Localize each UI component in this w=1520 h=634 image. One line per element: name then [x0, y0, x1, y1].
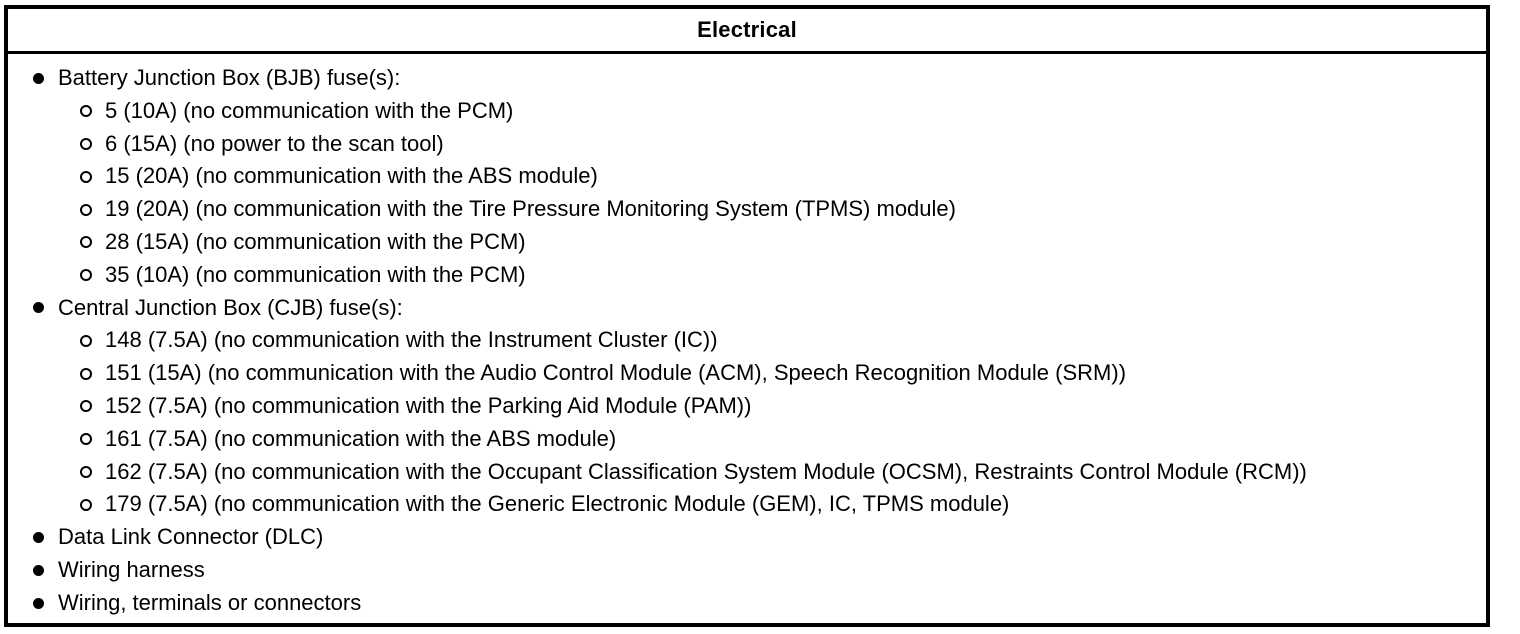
sub-list-item: 28 (15A) (no communication with the PCM) [8, 226, 1486, 259]
circle-bullet-icon [80, 105, 92, 118]
list-item-label: Central Junction Box (CJB) fuse(s): [58, 294, 403, 320]
sub-list-item: 151 (15A) (no communication with the Aud… [8, 357, 1486, 390]
sub-list-item-label: 148 (7.5A) (no communication with the In… [105, 327, 718, 353]
circle-bullet-icon [80, 203, 92, 216]
sub-list-item-label: 28 (15A) (no communication with the PCM) [105, 228, 526, 254]
list-item: Central Junction Box (CJB) fuse(s): [8, 292, 1486, 325]
sub-list-item: 148 (7.5A) (no communication with the In… [8, 324, 1486, 357]
circle-bullet-icon [80, 137, 92, 150]
list-item: Battery Junction Box (BJB) fuse(s): [8, 62, 1486, 95]
sub-list-item: 162 (7.5A) (no communication with the Oc… [8, 456, 1486, 489]
table-header: Electrical [8, 9, 1486, 54]
sub-list-item: 5 (10A) (no communication with the PCM) [8, 95, 1486, 128]
circle-bullet-icon [80, 170, 92, 183]
circle-bullet-icon [80, 433, 92, 446]
sub-list-item-label: 6 (15A) (no power to the scan tool) [105, 130, 444, 156]
sub-list-item-label: 161 (7.5A) (no communication with the AB… [105, 425, 617, 451]
sub-list-item: 6 (15A) (no power to the scan tool) [8, 128, 1486, 161]
sub-list-item-label: 151 (15A) (no communication with the Aud… [105, 360, 1127, 386]
sub-list-item-label: 152 (7.5A) (no communication with the Pa… [105, 392, 752, 418]
circle-bullet-icon [80, 465, 92, 478]
list-item-label: Wiring harness [58, 556, 205, 582]
bullet-icon [33, 597, 44, 609]
list-item: Data Link Connector (DLC) [8, 521, 1486, 554]
bullet-icon [33, 564, 44, 576]
sub-list-item-label: 15 (20A) (no communication with the ABS … [105, 163, 598, 189]
bullet-icon [33, 302, 44, 314]
list-item-label: Data Link Connector (DLC) [58, 524, 324, 550]
electrical-table: Electrical Battery Junction Box (BJB) fu… [4, 5, 1490, 627]
bullet-icon [33, 532, 44, 544]
circle-bullet-icon [80, 400, 92, 413]
circle-bullet-icon [80, 498, 92, 511]
electrical-list: Battery Junction Box (BJB) fuse(s): 5 (10… [8, 54, 1486, 620]
sub-list-item-label: 19 (20A) (no communication with the Tire… [105, 196, 956, 222]
sub-list-item-label: 179 (7.5A) (no communication with the Ge… [105, 491, 1010, 517]
sub-list-item: 179 (7.5A) (no communication with the Ge… [8, 488, 1486, 521]
list-item-label: Battery Junction Box (BJB) fuse(s): [58, 65, 401, 90]
sub-list-item-label: 5 (10A) (no communication with the PCM) [105, 97, 514, 123]
sub-list-item-label: 35 (10A) (no communication with the PCM) [105, 261, 526, 287]
bullet-icon [33, 72, 44, 84]
sub-list-item: 161 (7.5A) (no communication with the AB… [8, 423, 1486, 456]
circle-bullet-icon [80, 334, 92, 347]
sub-list-item: 35 (10A) (no communication with the PCM) [8, 259, 1486, 292]
list-item: Wiring harness [8, 554, 1486, 587]
circle-bullet-icon [80, 367, 92, 380]
sub-list-item: 15 (20A) (no communication with the ABS … [8, 160, 1486, 193]
list-item: Wiring, terminals or connectors [8, 587, 1486, 620]
sub-list-item: 19 (20A) (no communication with the Tire… [8, 193, 1486, 226]
sub-list-item-label: 162 (7.5A) (no communication with the Oc… [105, 458, 1307, 484]
table-title: Electrical [697, 17, 797, 42]
circle-bullet-icon [80, 236, 92, 249]
circle-bullet-icon [80, 269, 92, 282]
sub-list-item: 152 (7.5A) (no communication with the Pa… [8, 390, 1486, 423]
list-item-label: Wiring, terminals or connectors [58, 589, 362, 615]
